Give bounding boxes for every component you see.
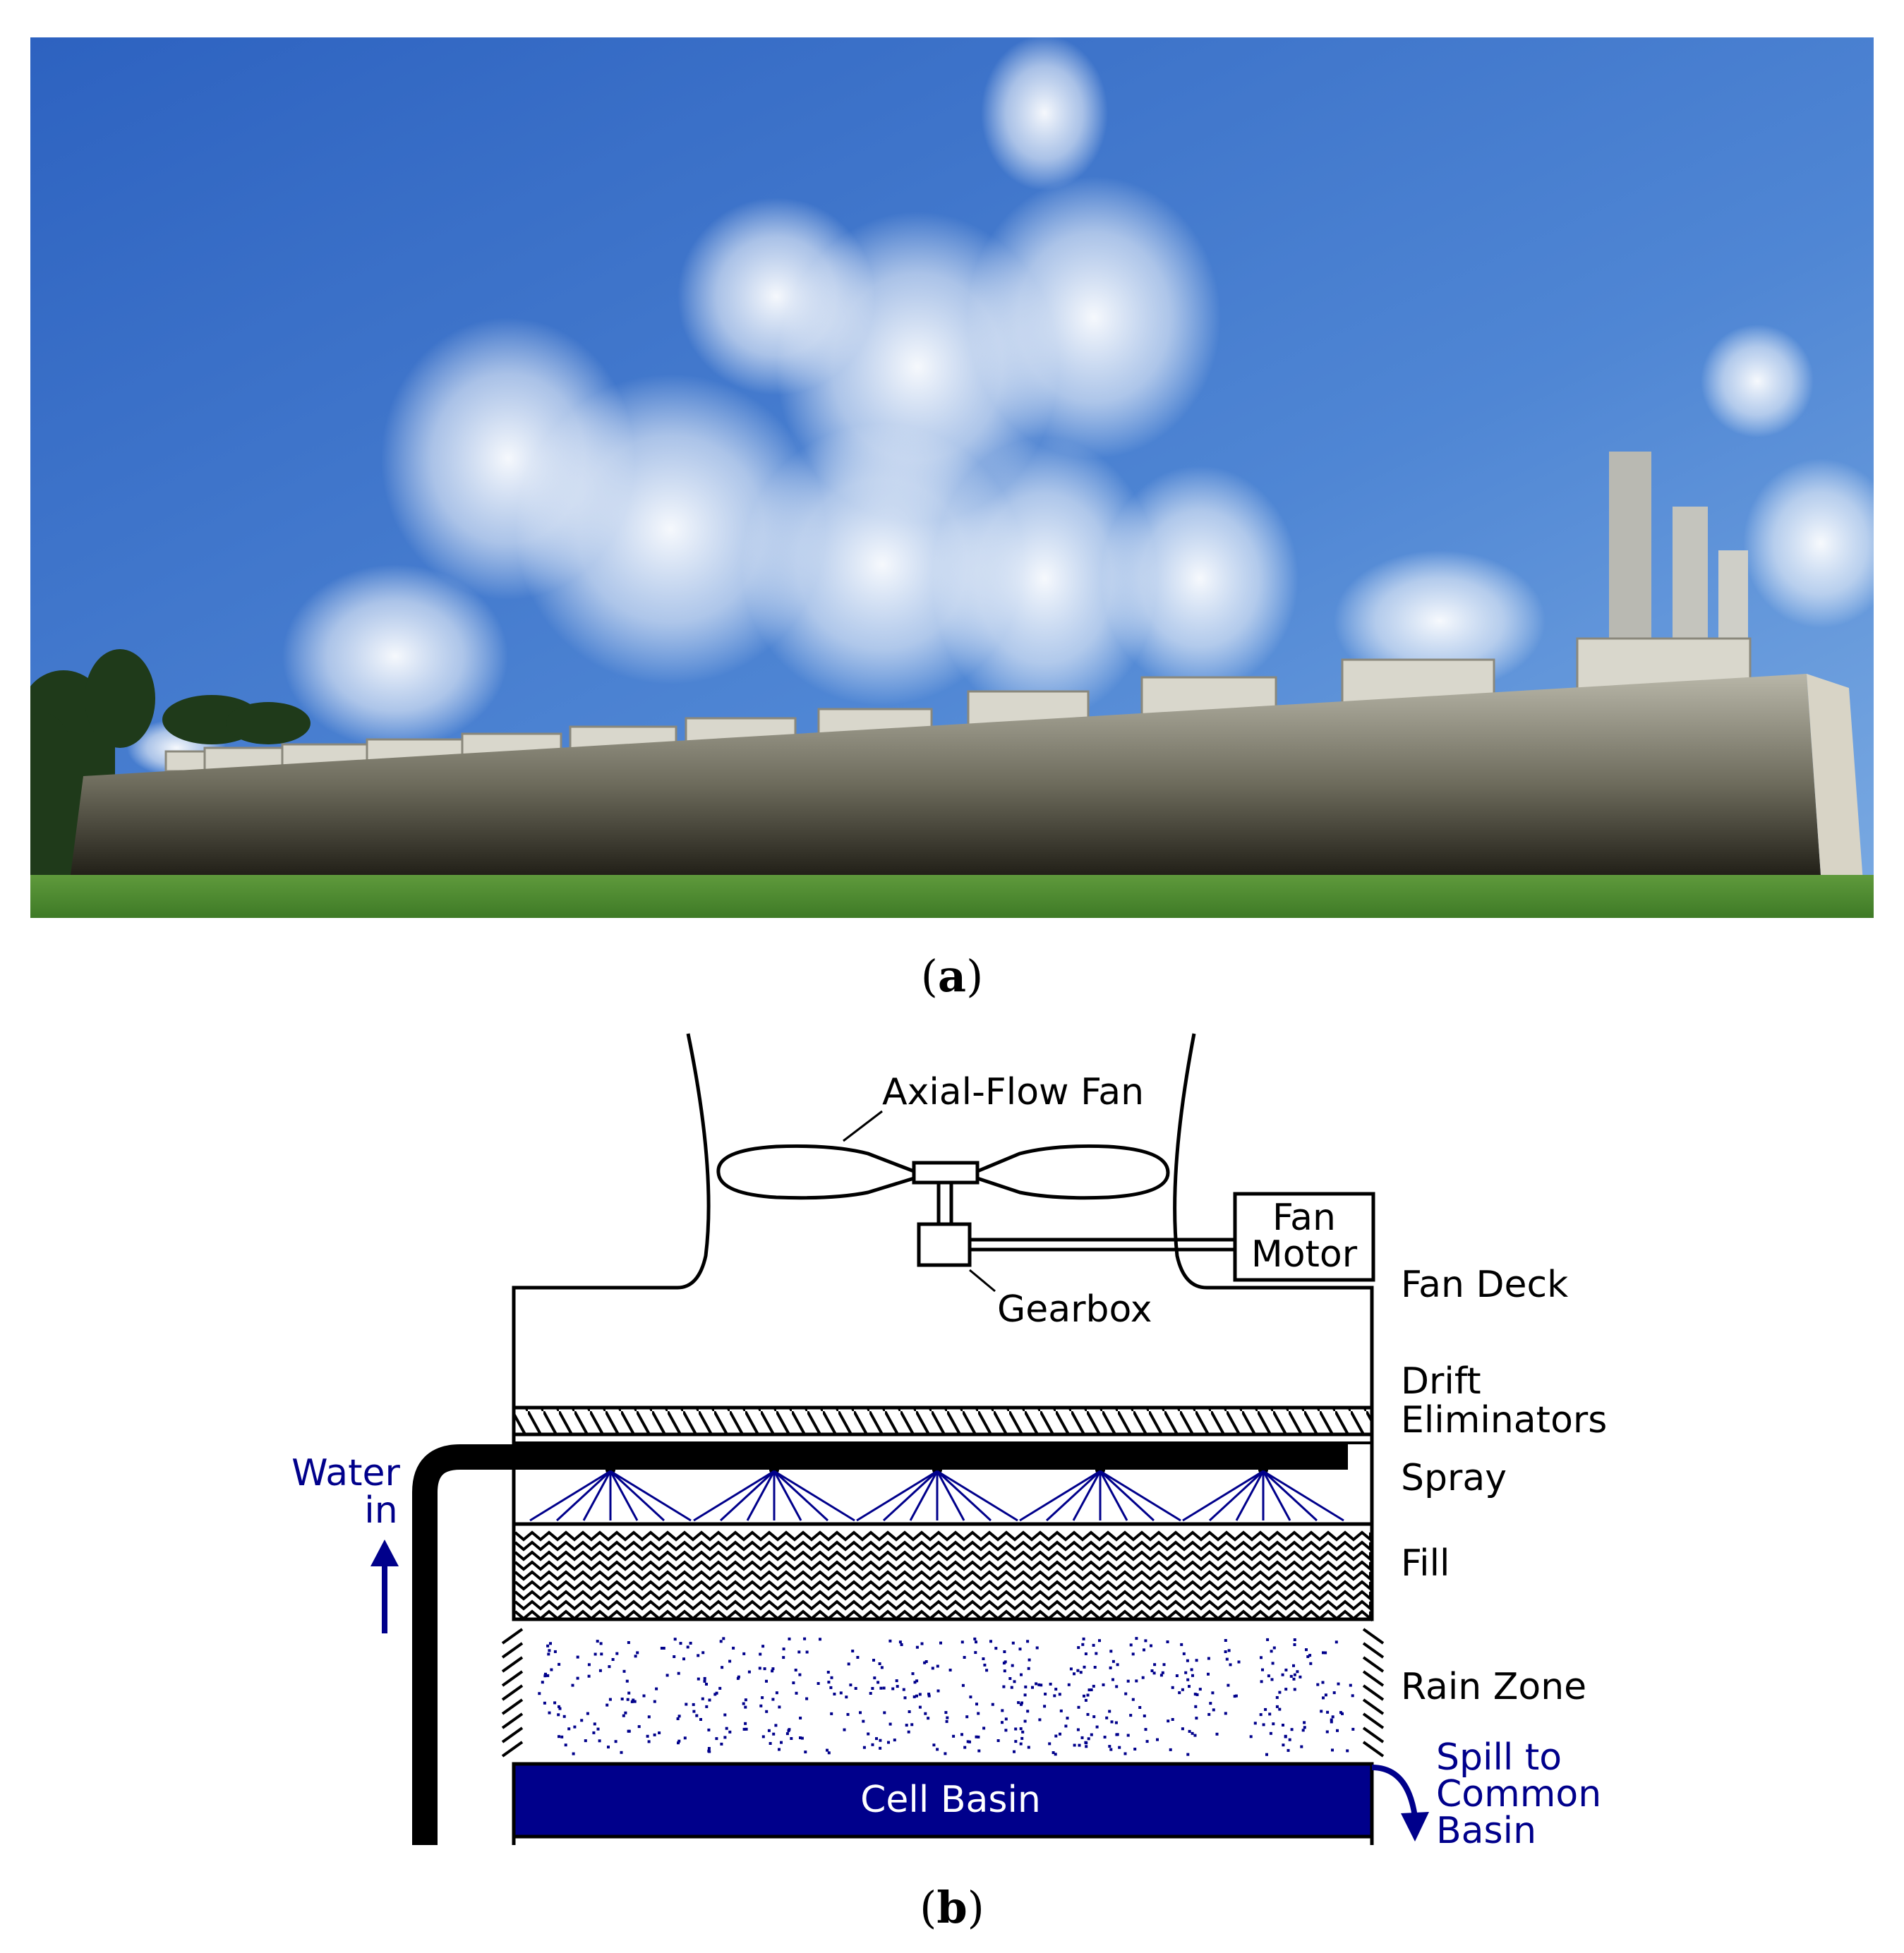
label-fill: Fill [1401,1542,1450,1585]
label-basin: Basin [1436,1810,1536,1852]
label-water-in-2: in [364,1489,397,1532]
label-fan-motor: Fan [1272,1197,1336,1239]
fan-stack-left [512,1033,711,1552]
label-axial-fan: Axial-Flow Fan [882,1071,1144,1113]
trees [30,649,311,875]
cooling-tower-diagram [412,1033,1385,1845]
spill-arrow [1371,1765,1429,1842]
fan-stack-right [1173,1033,1374,1616]
gearbox[interactable] [917,1222,972,1267]
label-spill: Spill to [1436,1736,1562,1779]
tower-wall [71,674,1821,875]
water-supply-pipe[interactable] [412,1444,1348,1845]
label-gearbox: Gearbox [997,1288,1152,1331]
drift-eliminators[interactable] [512,1405,1374,1437]
spray-nozzles [529,1465,1344,1522]
label-water-in: Water [291,1452,400,1494]
label-drift: Drift [1401,1360,1481,1403]
exhaust-stacks [1609,452,1748,649]
label-fan-deck: Fan Deck [1401,1264,1568,1306]
caption-a: (a) [921,950,984,1002]
label-rain-zone: Rain Zone [1401,1666,1586,1708]
fan-motor[interactable] [1233,1192,1375,1282]
grass [30,875,1874,918]
label-fan-motor-2: Motor [1251,1233,1358,1276]
steam-plumes [127,37,1874,776]
photo-cooling-tower [30,37,1874,918]
fan-blade-right [975,1144,1170,1200]
label-common: Common [1436,1773,1601,1815]
water-in-arrow [370,1540,399,1633]
cell-basin-label: Cell Basin [860,1779,1041,1821]
cell-basin[interactable] [512,1762,1374,1839]
label-spray: Spray [1401,1457,1507,1499]
label-eliminators: Eliminators [1401,1399,1607,1441]
fan-blade-left [716,1144,916,1200]
rain-drops [538,1637,1355,1756]
fan-hub [912,1161,980,1185]
caption-b: (b) [920,1882,984,1933]
